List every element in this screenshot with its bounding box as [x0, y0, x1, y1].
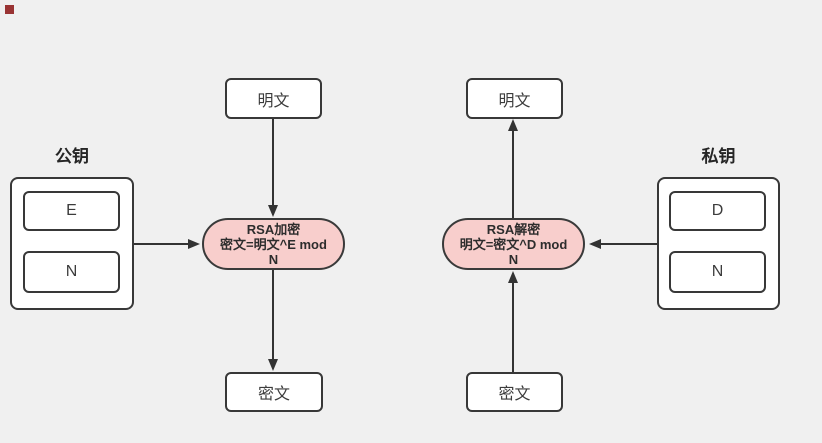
arrow-privatekey-to-decrypt-head — [589, 239, 601, 249]
arrow-decrypt-to-plaintext-head — [508, 119, 518, 131]
arrow-encrypt-to-ciphertext-line — [272, 270, 274, 359]
public-key-title: 公钥 — [55, 147, 89, 166]
public-key-field-n: N — [23, 251, 120, 293]
decrypt-process-title: RSA解密 — [486, 221, 541, 237]
arrow-ciphertext-to-decrypt-head — [508, 271, 518, 283]
decrypt-ciphertext-box: 密文 — [466, 372, 563, 412]
private-key-field-d: D — [669, 191, 766, 231]
public-key-field-e: E — [23, 191, 120, 231]
decrypt-process-formula: 明文=密文^D mod — [459, 236, 568, 252]
encrypt-process-formula: 密文=明文^E mod — [220, 236, 327, 252]
arrow-ciphertext-to-decrypt-line — [512, 283, 514, 372]
decrypt-process-node: RSA解密 明文=密文^D mod N — [442, 218, 585, 270]
decrypt-plaintext-box: 明文 — [466, 78, 563, 119]
arrow-decrypt-to-plaintext-line — [512, 131, 514, 218]
red-marker-icon — [5, 5, 14, 14]
arrow-publickey-to-encrypt-head — [188, 239, 200, 249]
arrow-privatekey-to-decrypt-line — [601, 243, 657, 245]
encrypt-plaintext-box: 明文 — [225, 78, 322, 119]
private-key-title: 私钥 — [701, 147, 736, 166]
private-key-field-n: N — [669, 251, 766, 293]
encrypt-process-node: RSA加密 密文=明文^E mod N — [202, 218, 345, 270]
arrow-plaintext-to-encrypt-line — [272, 119, 274, 206]
decrypt-process-formula-mod: N — [508, 251, 519, 267]
arrow-plaintext-to-encrypt-head — [268, 205, 278, 217]
encrypt-process-formula-mod: N — [268, 251, 279, 267]
arrow-publickey-to-encrypt-line — [134, 243, 188, 245]
arrow-encrypt-to-ciphertext-head — [268, 359, 278, 371]
encrypt-ciphertext-box: 密文 — [225, 372, 323, 412]
encrypt-process-title: RSA加密 — [246, 221, 301, 237]
